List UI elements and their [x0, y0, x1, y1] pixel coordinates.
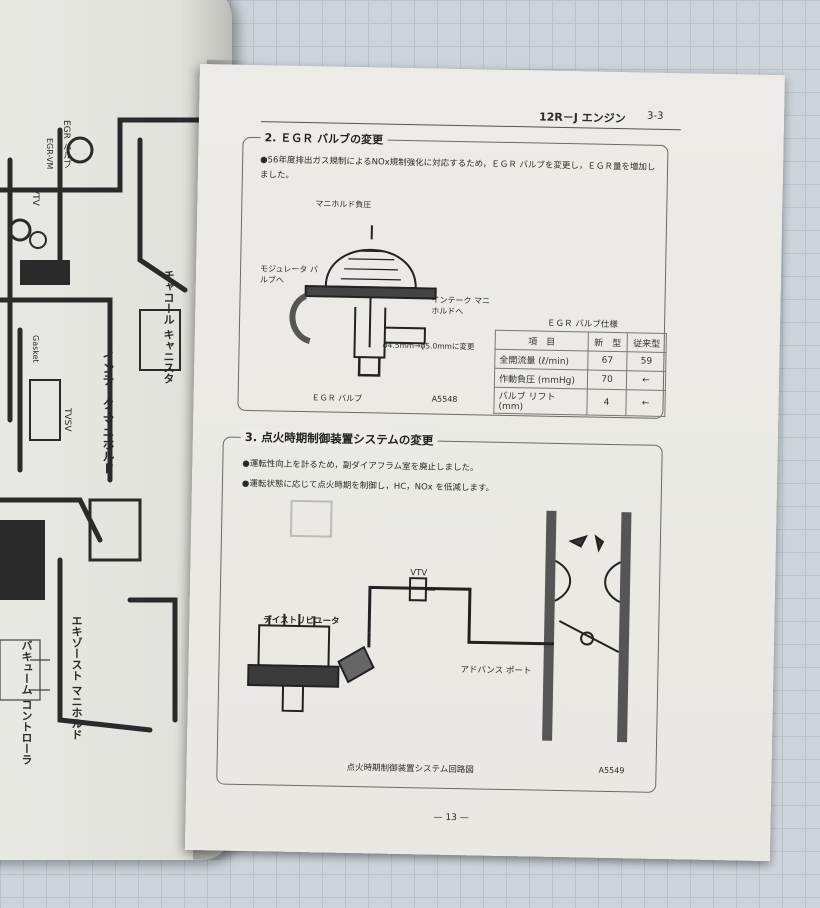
- spec-cell: 作動負圧 (mmHg): [494, 368, 588, 389]
- section2-title: 2. ＥＧＲ バルブの変更: [260, 129, 388, 148]
- spec-cell: 70: [587, 369, 627, 390]
- advance-port-label: アドバンス ポート: [460, 665, 532, 677]
- spec-cell: 59: [626, 351, 667, 372]
- spec-cell: 67: [587, 351, 628, 371]
- spec-cell: バルブ リフト (mm): [493, 387, 588, 415]
- vtv-label: VTV: [410, 568, 428, 579]
- tvsv-label: TVSV: [62, 408, 72, 432]
- spec-table-title: ＥＧＲ バルブ仕様: [546, 318, 618, 331]
- egr-figure-number: A5548: [431, 394, 458, 405]
- egr-valve-drawing: [289, 225, 437, 377]
- vtv-left-label: VTV: [30, 188, 40, 206]
- manifold-pressure-label: マニホルド負圧: [315, 199, 372, 210]
- spec-cell: 4: [586, 388, 627, 416]
- spec-header-old: 従来型: [627, 332, 667, 353]
- intake-manifold-label: インテーク マニホルド: [101, 350, 115, 475]
- right-page: 12R－J エンジン 3-3 2. ＥＧＲ バルブの変更 ●56年度排出ガス規制…: [184, 64, 785, 862]
- ignition-circuit-diagram: [247, 499, 632, 743]
- ignition-figure-number: A5549: [598, 765, 625, 776]
- diameter-change-label: φ4.5mm→φ5.0mmに変更: [382, 340, 475, 352]
- spec-cell: 全開流量 (ℓ/min): [494, 349, 589, 370]
- spec-header-item: 項 目: [495, 330, 589, 352]
- ignition-diagram-caption: 点火時期制御装置システム回路図: [346, 762, 474, 776]
- page-number: — 13 —: [433, 812, 469, 824]
- engine-vacuum-diagram: [0, 117, 213, 733]
- page-header-ref: 3-3: [646, 110, 664, 122]
- spec-header-new: 新 型: [588, 332, 628, 352]
- page-header-title: 12R－J エンジン: [538, 110, 626, 126]
- gasket-label: Gasket: [31, 335, 40, 363]
- spec-cell: ←: [625, 389, 666, 417]
- distributor-label: デイストリビユータ: [263, 615, 340, 627]
- egr-valve-left-label: EGR バルブ: [61, 120, 71, 169]
- exhaust-manifold-label: エキゾースト マニホルド: [70, 615, 83, 740]
- spec-cell: ←: [626, 370, 666, 391]
- egr-valve-caption: ＥＧＲ バルブ: [311, 393, 363, 404]
- modulator-valve-label: モジュレータ バルブへ: [259, 264, 318, 285]
- egr-vm-label: EGR-VM: [45, 138, 54, 170]
- vacuum-controller-label: バキューム コントローラ: [20, 640, 33, 765]
- canister-label: チャコール キャニスタ: [162, 270, 175, 384]
- table-row: バルブ リフト (mm) 4 ←: [493, 387, 666, 417]
- intake-manifold-to-label: インテーク マニホルドへ: [431, 295, 491, 317]
- spec-table: 項 目 新 型 従来型 全開流量 (ℓ/min) 67 59 作動負圧 (mmH…: [493, 330, 667, 417]
